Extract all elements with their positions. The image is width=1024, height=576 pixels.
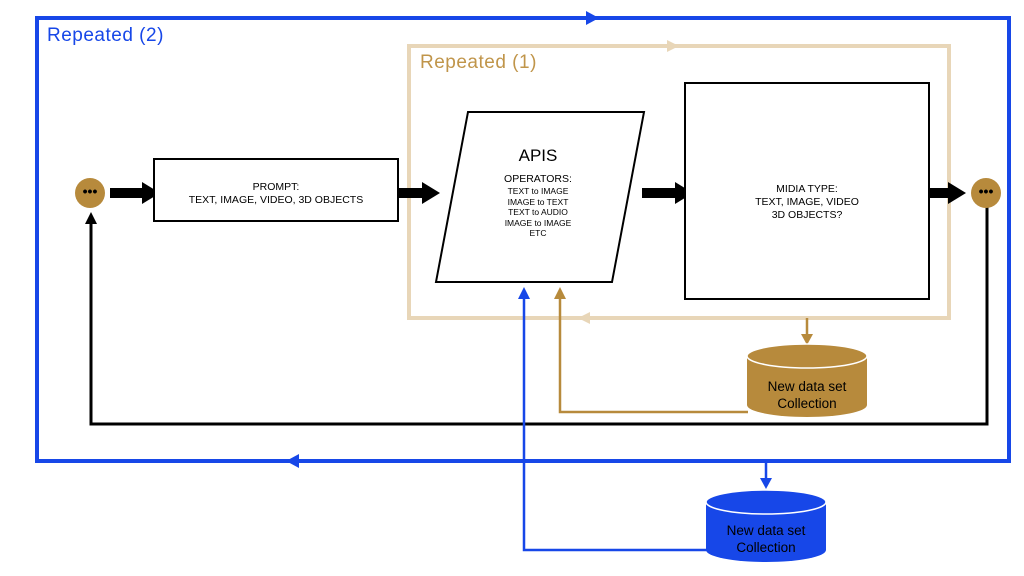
prompt-line-2: TEXT, IMAGE, VIDEO, 3D OBJECTS xyxy=(188,194,364,206)
operator-item: IMAGE to IMAGE xyxy=(504,217,572,228)
flow-arrowhead-1 xyxy=(142,182,160,204)
operator-item: TEXT to AUDIO xyxy=(508,207,568,217)
inner-database-label: New data set Collection xyxy=(747,378,867,412)
prompt-box xyxy=(153,158,399,222)
operator-item: ETC xyxy=(529,228,547,238)
apis-title: APIS xyxy=(518,146,558,165)
outer-database-label: New data set Collection xyxy=(706,522,826,556)
inner-loop-bottom-arrow xyxy=(578,312,590,324)
flow-arrowhead-4 xyxy=(948,182,966,204)
feedback-arrowhead xyxy=(85,212,97,224)
outer-loop-bottom-arrow xyxy=(286,454,299,468)
media-line-3: 3D OBJECTS? xyxy=(771,209,843,221)
media-line-1: MIDIA TYPE: xyxy=(776,183,838,195)
operators-label: OPERATORS: xyxy=(504,173,572,185)
media-line-2: TEXT, IMAGE, VIDEO xyxy=(755,196,859,208)
feedback-line xyxy=(89,205,989,426)
prompt-line-1: PROMPT: xyxy=(252,181,300,193)
media-to-db-arrowhead xyxy=(801,334,813,345)
inner-loop-label: Repeated (1) xyxy=(420,52,537,73)
inner-db-line-2: Collection xyxy=(777,396,837,411)
operator-item: IMAGE to TEXT xyxy=(507,196,569,207)
inner-loop-top-arrow xyxy=(667,40,679,52)
media-text: MIDIA TYPE: TEXT, IMAGE, VIDEO 3D OBJECT… xyxy=(686,183,928,222)
end-node: ••• xyxy=(971,178,1001,208)
outer-loop-label: Repeated (2) xyxy=(47,25,164,46)
outer-db-feedback-line xyxy=(522,296,707,552)
inner-db-feedback-arrowhead xyxy=(554,287,566,299)
prompt-text: PROMPT: TEXT, IMAGE, VIDEO, 3D OBJECTS xyxy=(154,181,398,207)
outer-db-line-2: Collection xyxy=(736,540,796,555)
operators-list: TEXT to IMAGE IMAGE to TEXT TEXT to AUDI… xyxy=(480,186,596,239)
start-node: ••• xyxy=(75,178,105,208)
outer-db-line-1: New data set xyxy=(726,523,806,538)
outer-loop-top-arrow xyxy=(586,11,599,25)
flow-arrowhead-2 xyxy=(422,182,440,204)
inner-db-line-1: New data set xyxy=(767,379,847,394)
outer-to-db-arrowhead xyxy=(760,478,772,489)
outer-database xyxy=(705,489,827,562)
media-box xyxy=(684,82,930,300)
inner-db-feedback-line xyxy=(558,296,748,414)
apis-box xyxy=(434,111,646,283)
inner-database xyxy=(746,343,868,417)
operator-item: TEXT to IMAGE xyxy=(507,186,569,196)
outer-db-feedback-arrowhead xyxy=(518,287,530,299)
